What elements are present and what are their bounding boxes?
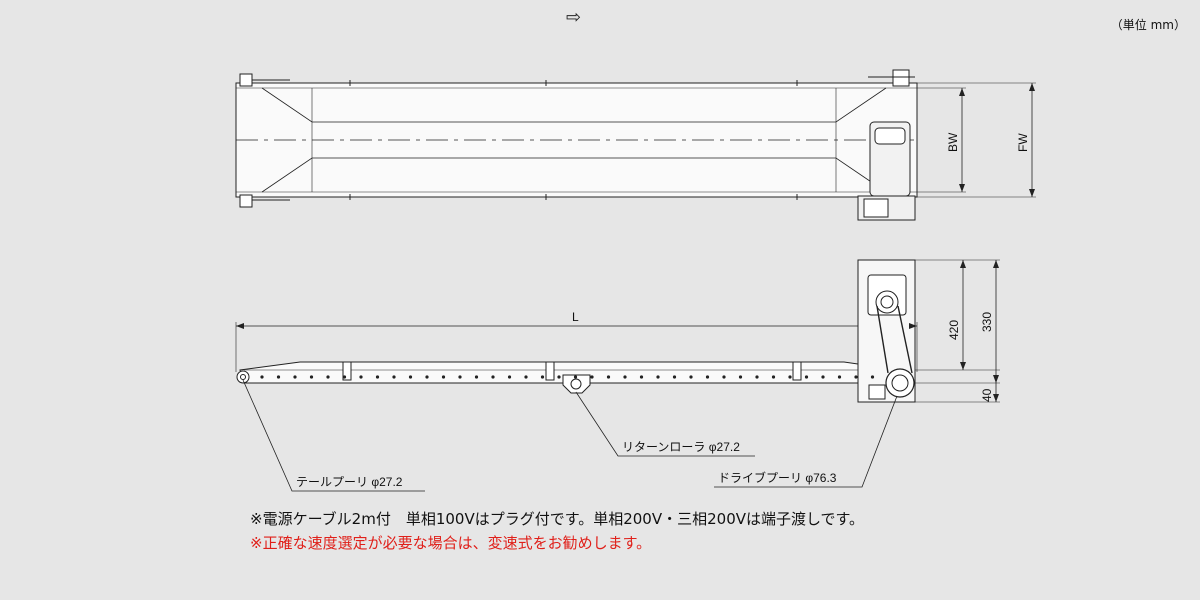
belt-dot bbox=[854, 375, 858, 379]
belt-dot bbox=[458, 375, 462, 379]
belt-dot bbox=[392, 375, 396, 379]
drive-pulley-label: ドライブプーリ φ76.3 bbox=[718, 470, 837, 485]
belt-outline bbox=[235, 82, 918, 198]
belt-dot bbox=[293, 375, 297, 379]
belt-dot bbox=[771, 375, 776, 379]
direction-arrow: ⇨ bbox=[566, 7, 581, 28]
taper-guide-bottom bbox=[261, 157, 887, 193]
belt-dot bbox=[309, 375, 314, 379]
return-roller-leader bbox=[575, 391, 755, 457]
side-view bbox=[235, 259, 1000, 492]
belt-dot bbox=[491, 375, 495, 379]
side-view-arrows bbox=[236, 260, 999, 402]
tail-bracket-bottom bbox=[239, 194, 253, 208]
belt-dot bbox=[326, 375, 330, 379]
belt-dot bbox=[474, 375, 479, 379]
belt-dot bbox=[837, 375, 842, 379]
belt-dot bbox=[705, 375, 710, 379]
drive-bracket-top bbox=[892, 69, 910, 87]
drive-pulley bbox=[885, 368, 915, 398]
gearbox-inner bbox=[863, 198, 889, 218]
bw-label: BW bbox=[946, 132, 960, 152]
drive-pulley-leader bbox=[714, 395, 898, 488]
belt-dot bbox=[672, 375, 677, 379]
height-40-label: 40 bbox=[980, 388, 994, 402]
belt-dot bbox=[656, 375, 660, 379]
return-roller-label: リターンローラ φ27.2 bbox=[622, 440, 740, 454]
belt-dot bbox=[408, 375, 413, 379]
length-label: L bbox=[572, 310, 579, 324]
belt-dot bbox=[755, 375, 759, 379]
belt-dot bbox=[557, 375, 561, 379]
belt-dot bbox=[425, 375, 429, 379]
belt-dot bbox=[590, 375, 594, 379]
height-420-label: 420 bbox=[947, 320, 961, 340]
belt-dot bbox=[342, 375, 347, 379]
belt-dot bbox=[540, 375, 545, 379]
belt-dot bbox=[804, 375, 809, 379]
power-cable-note: ※電源ケーブル2m付 単相100Vはプラグ付です。単相200V・三相200Vは端… bbox=[250, 510, 865, 528]
height-330-label: 330 bbox=[980, 312, 994, 332]
fw-label: FW bbox=[1016, 133, 1030, 152]
belt-dot bbox=[821, 375, 825, 379]
motor-cap bbox=[874, 127, 906, 145]
side-bracket-3 bbox=[792, 361, 802, 381]
belt-dot bbox=[359, 375, 363, 379]
belt-dot bbox=[722, 375, 726, 379]
belt-dot bbox=[870, 375, 875, 379]
tail-bracket-top bbox=[239, 73, 253, 87]
motor-shaft-inner bbox=[880, 295, 894, 309]
belt-dots bbox=[260, 375, 875, 379]
unit-label: （単位 mm） bbox=[1110, 18, 1186, 32]
tail-pulley-label: テールプーリ φ27.2 bbox=[296, 475, 403, 489]
belt-dot bbox=[606, 375, 611, 379]
top-view bbox=[235, 69, 1036, 221]
taper-guide-top bbox=[261, 87, 887, 123]
side-bracket-2 bbox=[545, 361, 555, 381]
belt-dot bbox=[623, 375, 627, 379]
belt-dot bbox=[276, 375, 281, 379]
drive-bolt-block bbox=[868, 384, 886, 400]
motor-shaft-outer bbox=[875, 290, 899, 314]
drive-chain-right bbox=[897, 305, 913, 374]
belt-dot bbox=[507, 375, 512, 379]
belt-dot bbox=[441, 375, 446, 379]
tail-pulley bbox=[236, 370, 250, 384]
return-roller bbox=[570, 378, 582, 390]
speed-selection-warning: ※正確な速度選定が必要な場合は、変速式をお勧めします。 bbox=[250, 534, 652, 552]
side-bracket-1 bbox=[342, 361, 352, 381]
top-view-arrows bbox=[959, 83, 1035, 197]
drive-chain-left bbox=[876, 305, 889, 374]
belt-dot bbox=[524, 375, 528, 379]
belt-dot bbox=[738, 375, 743, 379]
belt-dot bbox=[375, 375, 380, 379]
tail-pulley-leader bbox=[242, 379, 425, 492]
belt-dot bbox=[639, 375, 644, 379]
belt-dot bbox=[573, 375, 578, 379]
belt-dot bbox=[689, 375, 693, 379]
belt-dot bbox=[788, 375, 792, 379]
belt-dot bbox=[260, 375, 264, 379]
